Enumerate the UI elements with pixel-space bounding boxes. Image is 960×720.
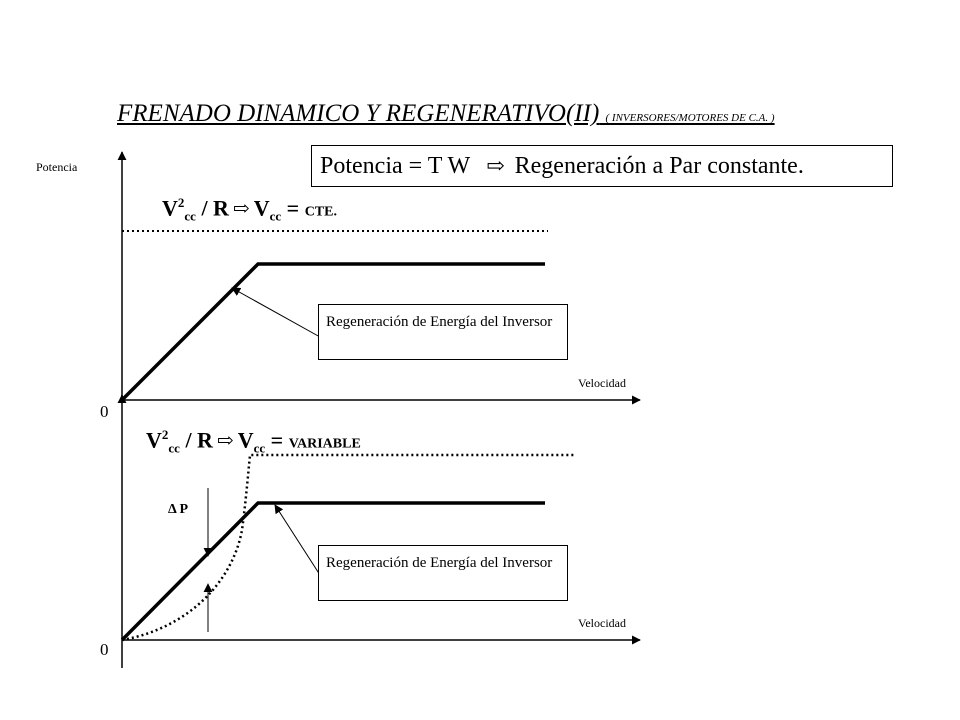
bottom-origin-label: 0 (100, 640, 109, 659)
formula-box: Potencia = T W ⇨ Regeneración a Par consta… (311, 145, 893, 187)
formula-right: Regeneración a Par constante. (514, 153, 804, 179)
page-title: FRENADO DINAMICO Y REGENERATIVO(II) ( IN… (117, 100, 775, 127)
page-subtitle: ( INVERSORES/MOTORES DE C.A. ) (605, 112, 775, 124)
top-y-axis-label: Potencia (36, 160, 78, 174)
top-note-arrow (231, 287, 321, 338)
bottom-note-arrow (274, 504, 321, 576)
bottom-eq-arrow-icon: ⇨ (216, 430, 234, 453)
bottom-dotted-limit (121, 453, 575, 642)
top-x-axis-label: Velocidad (578, 376, 626, 390)
bottom-equation: V2cc / R⇨Vcc = VARIABLE (146, 427, 361, 456)
bottom-note-box: Regeneración de Energía del Inversor (318, 545, 568, 601)
top-power-curve (120, 262, 545, 402)
bottom-power-curve (120, 501, 545, 642)
top-origin-label: 0 (100, 402, 109, 421)
top-eq-arrow-icon: ⇨ (232, 198, 250, 221)
top-equation: V2cc / R⇨Vcc = CTE. (162, 195, 337, 224)
top-note-box: Regeneración de Energía del Inversor (318, 304, 568, 360)
bottom-x-axis-label: Velocidad (578, 616, 626, 630)
hollow-arrow-icon: ⇨ (486, 153, 505, 178)
delta-p-label: Δ P (168, 502, 189, 517)
formula-left: Potencia = T W (320, 153, 471, 179)
